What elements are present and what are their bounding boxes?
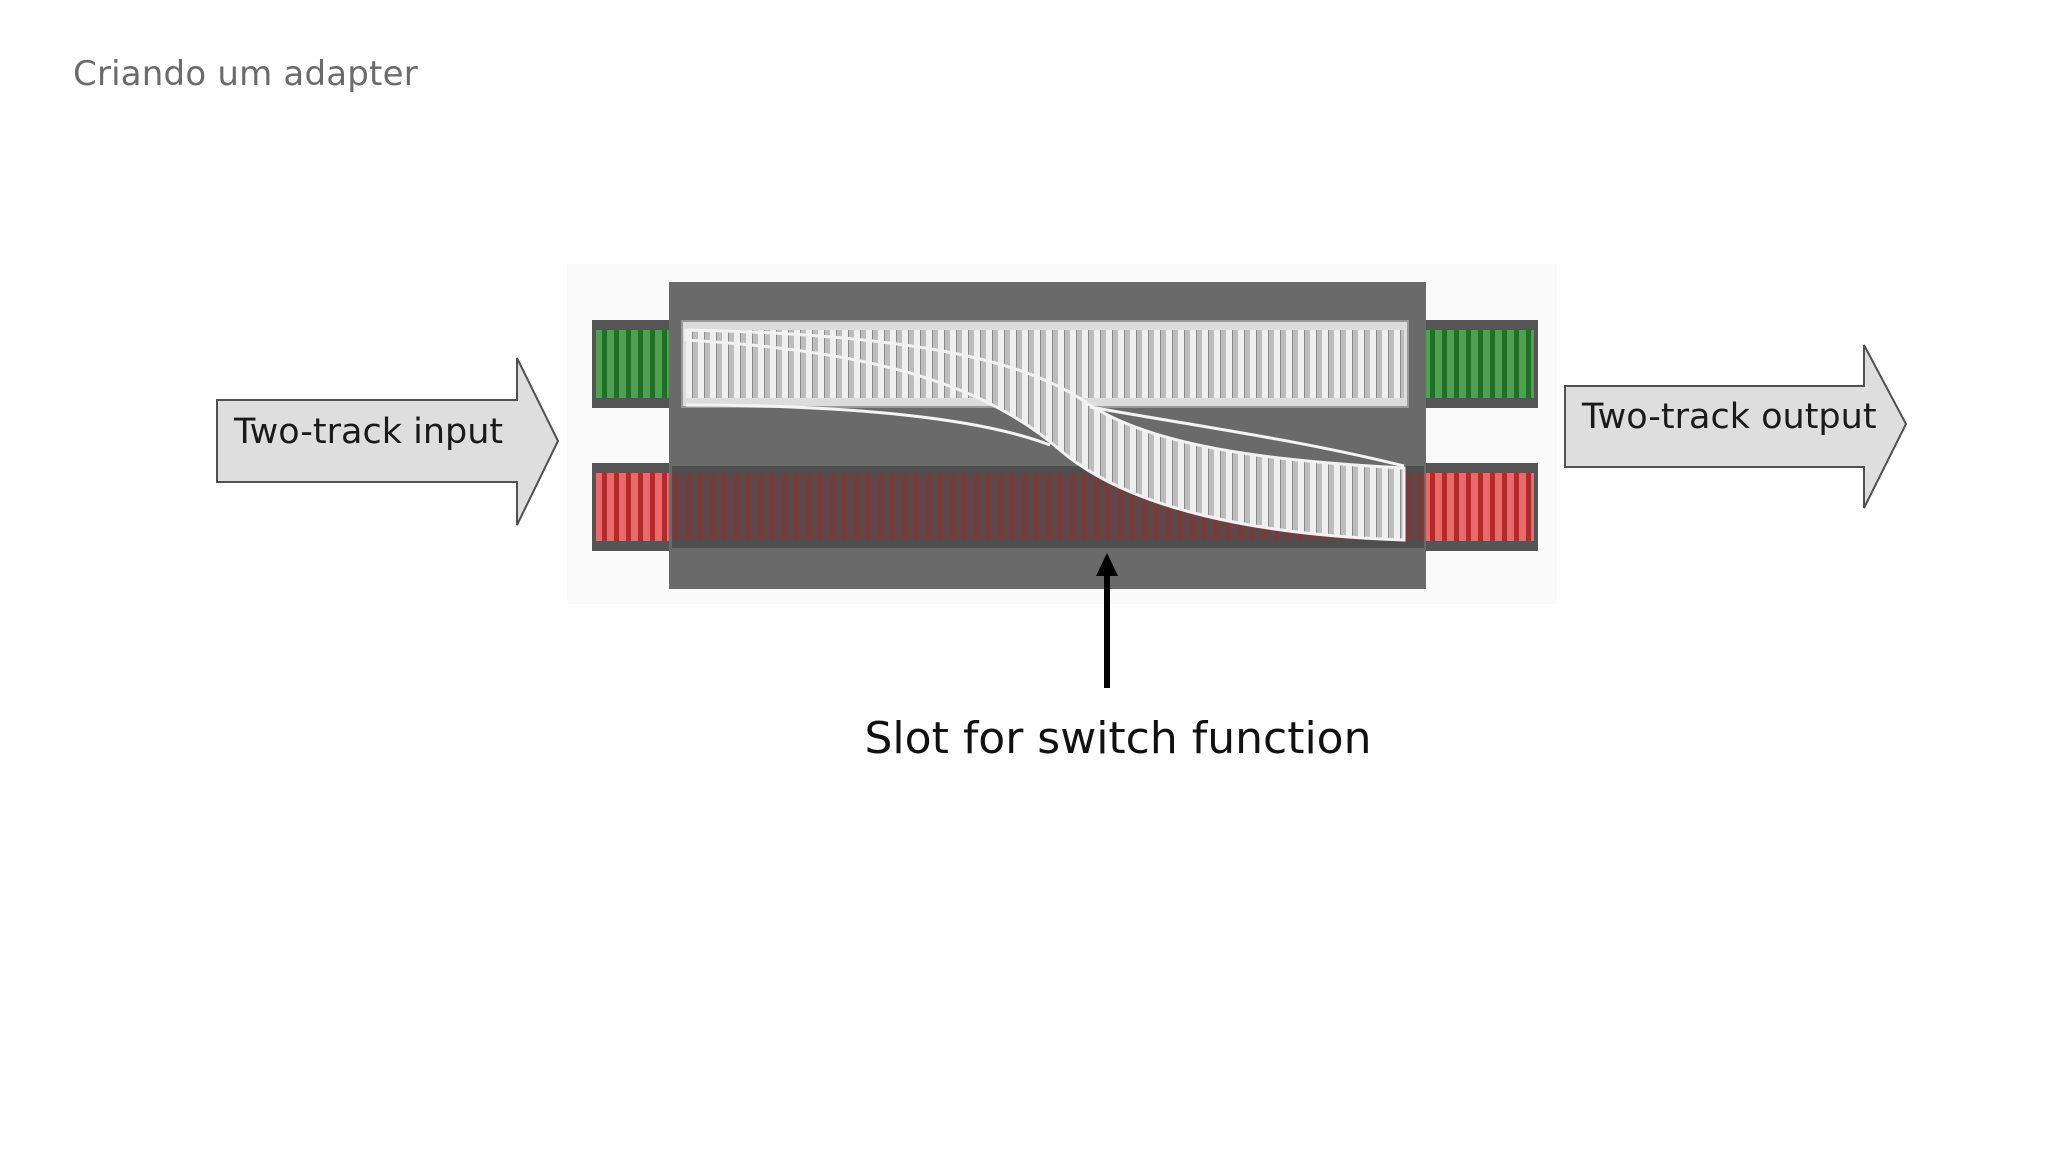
slot-label: Slot for switch function bbox=[864, 713, 1372, 764]
right-failure-ties bbox=[1424, 473, 1534, 541]
output-arrow-label: Two-track output bbox=[1582, 397, 1877, 437]
switch-rail-inner bbox=[685, 403, 1051, 447]
left-failure-ties bbox=[596, 473, 672, 541]
slide-title: Criando um adapter bbox=[73, 54, 418, 94]
left-success-ties bbox=[596, 330, 672, 398]
input-arrow bbox=[216, 357, 560, 526]
input-arrow-label: Two-track input bbox=[234, 412, 504, 452]
diverging-track bbox=[684, 328, 1406, 542]
switch-rail-outer bbox=[1089, 405, 1405, 468]
output-arrow bbox=[1564, 344, 1908, 509]
right-success-ties bbox=[1424, 330, 1534, 398]
slot-pointer-arrowhead bbox=[1096, 553, 1118, 576]
